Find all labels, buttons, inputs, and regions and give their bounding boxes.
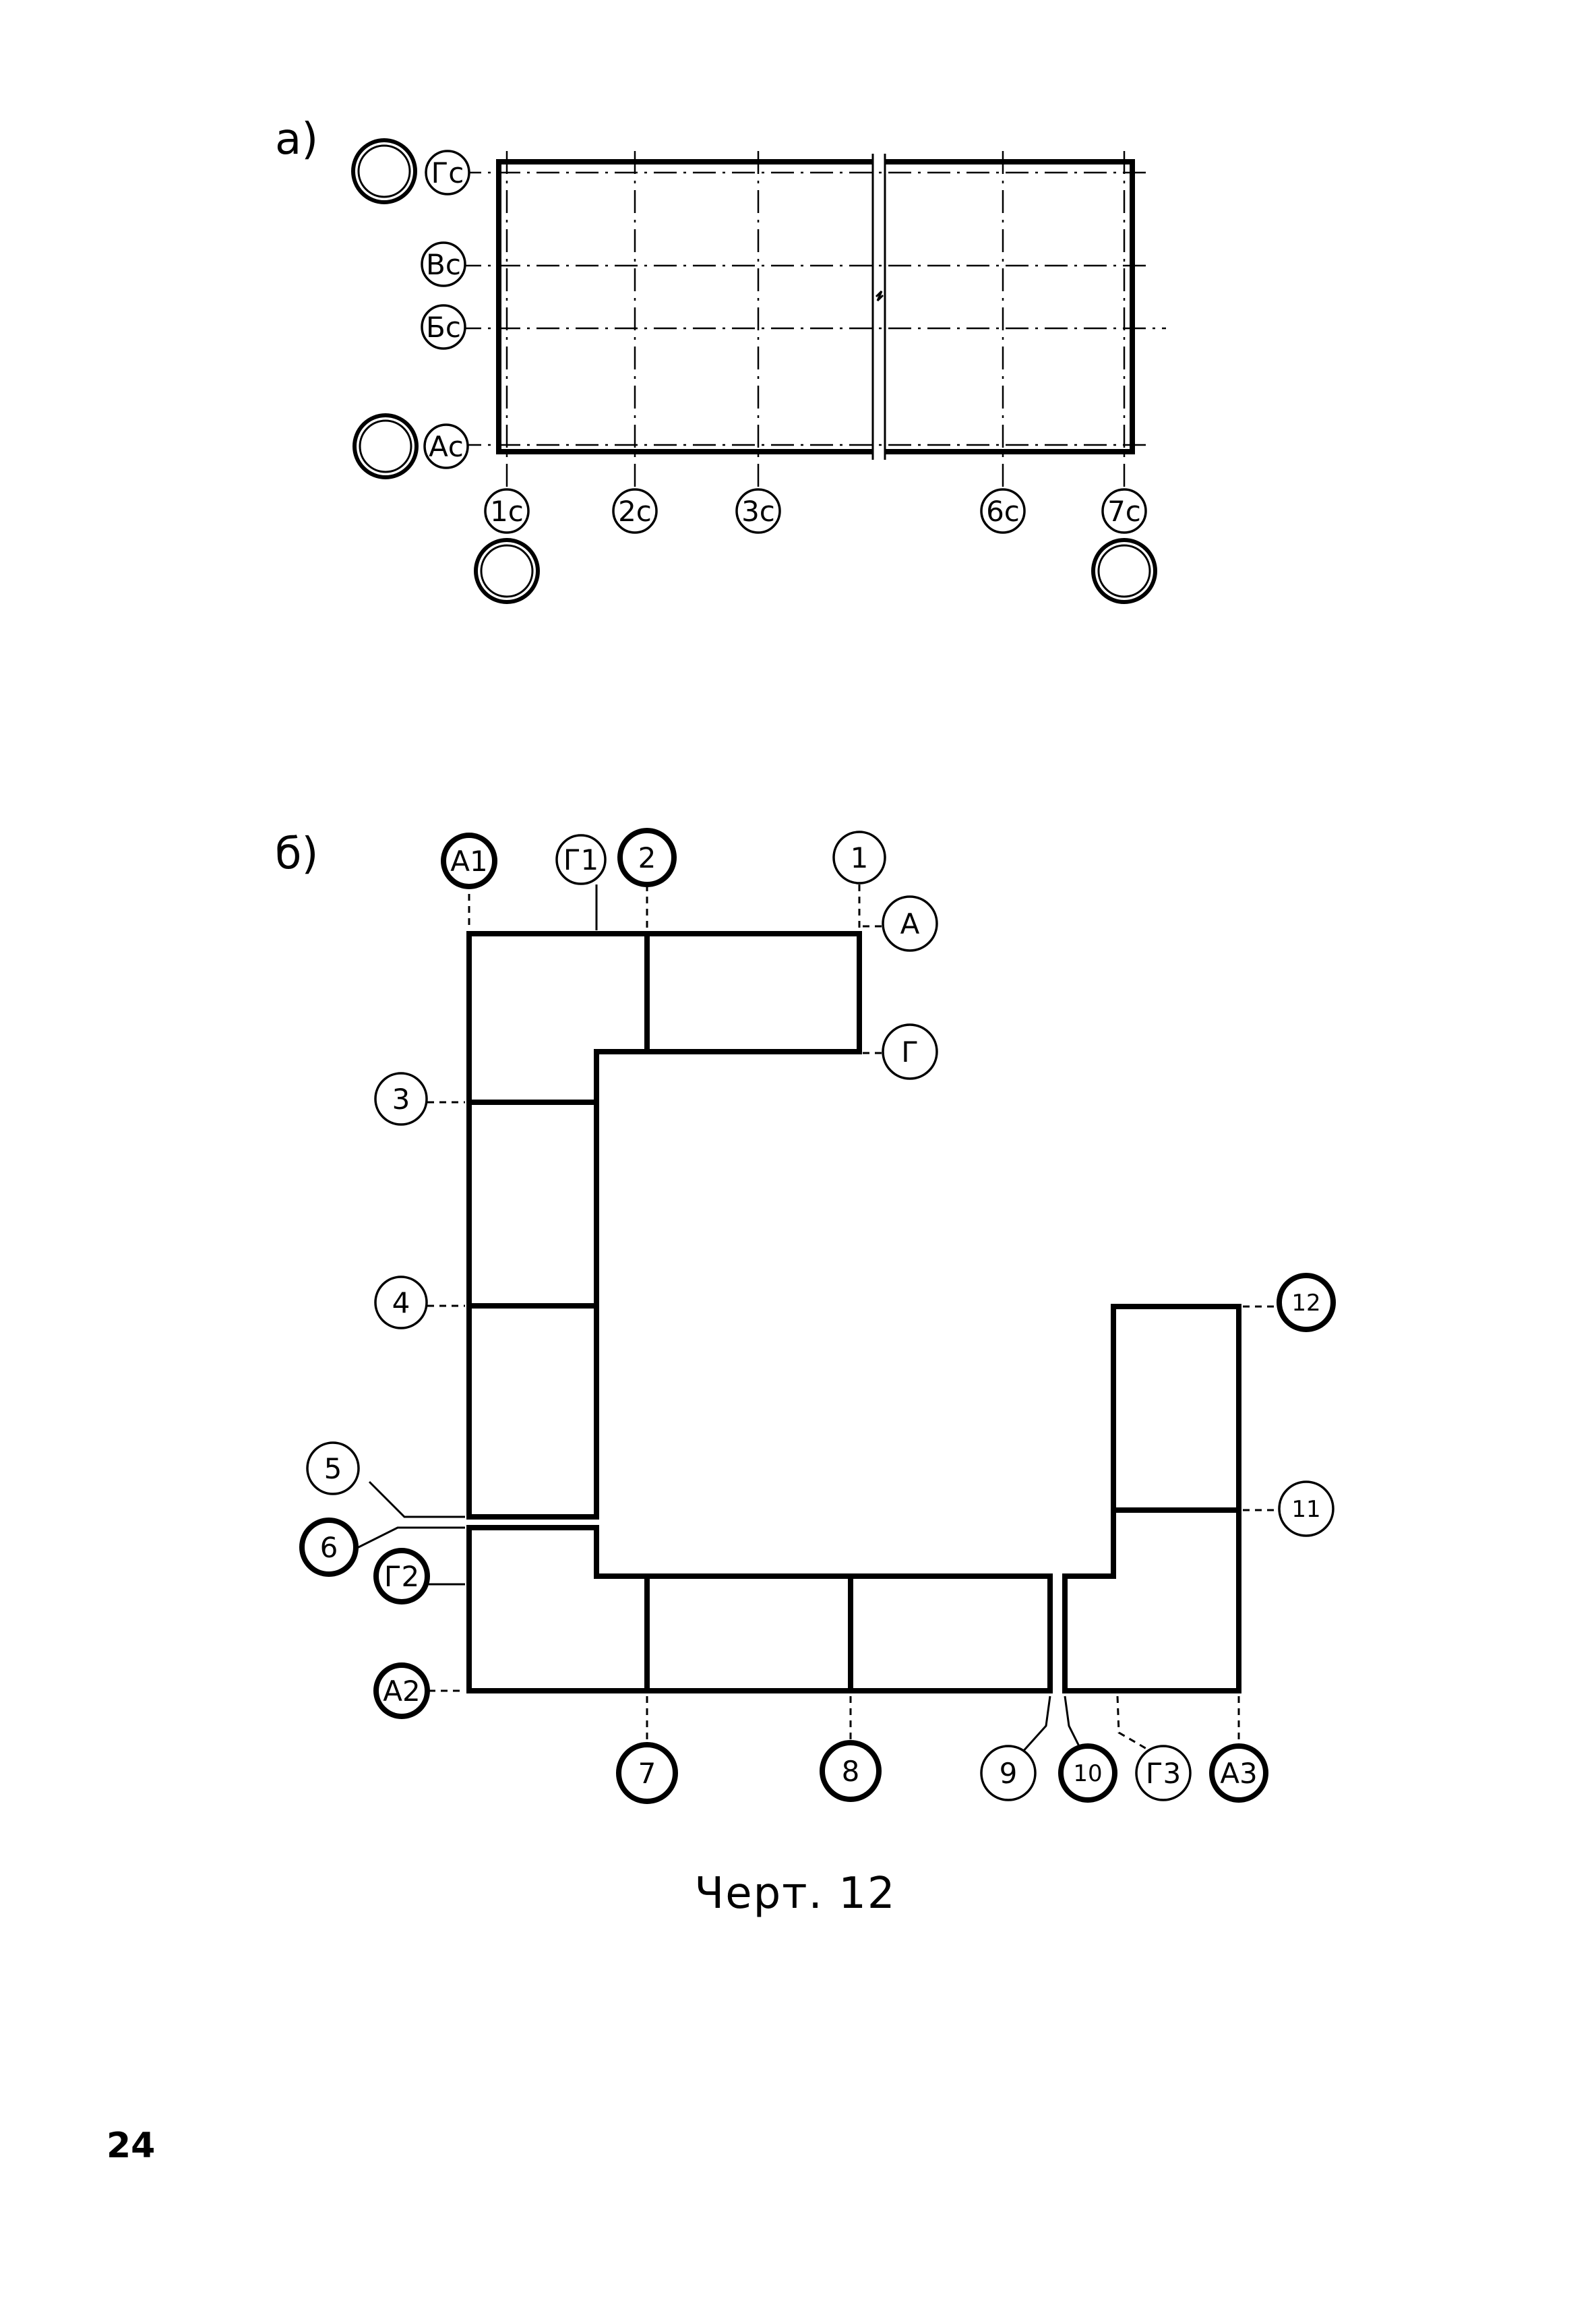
marker-10: 10 bbox=[1058, 1743, 1117, 1803]
marker-a2: А2 bbox=[373, 1662, 430, 1719]
col-bubble-7c: 7с bbox=[1101, 488, 1147, 534]
marker-g1: Г1 bbox=[555, 834, 607, 885]
col-label-6c: 6с bbox=[986, 495, 1020, 528]
marker-8: 8 bbox=[820, 1740, 882, 1802]
panel-b-label: б) bbox=[275, 829, 318, 879]
leader-6 bbox=[351, 1526, 465, 1552]
col-label-3c: 3с bbox=[741, 495, 775, 528]
marker-7-label: 7 bbox=[638, 1757, 656, 1790]
col-label-2c: 2с bbox=[618, 495, 652, 528]
leader-5 bbox=[368, 1480, 465, 1518]
row-label-vc: Вс bbox=[426, 248, 461, 281]
north-wing-west-wing-outline bbox=[466, 931, 862, 1520]
marker-2-label: 2 bbox=[638, 841, 656, 874]
col-label-1c: 1с bbox=[490, 495, 524, 528]
col-label-7c: 7с bbox=[1107, 495, 1141, 528]
row-bubble-gc: Гс bbox=[425, 150, 470, 196]
marker-12: 12 bbox=[1277, 1273, 1336, 1332]
marker-g2-label: Г2 bbox=[384, 1560, 419, 1593]
marker-8-label: 8 bbox=[842, 1755, 860, 1788]
panel-a-label: а) bbox=[275, 115, 318, 164]
marker-g3-label: Г3 bbox=[1146, 1757, 1181, 1790]
marker-g1-label: Г1 bbox=[563, 843, 598, 876]
row-bubble-ac: Ас bbox=[423, 423, 469, 469]
marker-9: 9 bbox=[980, 1745, 1037, 1801]
marker-1-label: 1 bbox=[851, 841, 869, 874]
marker-7: 7 bbox=[616, 1742, 678, 1804]
marker-a-label: А bbox=[900, 907, 920, 940]
marker-12-label: 12 bbox=[1291, 1290, 1320, 1317]
figure-caption: Черт. 12 bbox=[694, 1869, 896, 1919]
panel-a-break-mark bbox=[875, 290, 884, 302]
row-bubble-bc: Бс bbox=[421, 304, 466, 350]
marker-3-label: 3 bbox=[392, 1083, 410, 1116]
col-bubble-1c: 1с bbox=[484, 488, 530, 534]
marker-g2: Г2 bbox=[373, 1548, 430, 1604]
marker-9-label: 9 bbox=[1000, 1757, 1018, 1790]
empty-ring-row-gc bbox=[351, 138, 417, 204]
marker-g: Г bbox=[882, 1023, 938, 1080]
leader-9 bbox=[1020, 1695, 1051, 1754]
marker-a1: А1 bbox=[441, 833, 497, 889]
page-number: 24 bbox=[106, 2126, 155, 2166]
south-wing-west-outline bbox=[466, 1525, 1053, 1693]
panel-a-outline bbox=[496, 159, 1135, 454]
empty-ring-col-1c bbox=[474, 538, 540, 604]
row-bubble-vc: Вс bbox=[421, 241, 466, 287]
empty-ring-row-ac bbox=[352, 413, 419, 479]
marker-a1-label: А1 bbox=[450, 845, 487, 878]
marker-10-label: 10 bbox=[1073, 1760, 1102, 1787]
marker-6: 6 bbox=[299, 1518, 359, 1577]
row-label-bc: Бс bbox=[426, 311, 461, 344]
panel-a-break-gap bbox=[873, 156, 885, 457]
panel-b: б) А1 bbox=[275, 828, 1336, 1804]
marker-3: 3 bbox=[374, 1072, 428, 1126]
marker-6-label: 6 bbox=[320, 1531, 338, 1564]
col-bubble-3c: 3с bbox=[735, 488, 781, 534]
marker-g-label: Г bbox=[901, 1036, 919, 1069]
empty-ring-col-7c bbox=[1091, 538, 1157, 604]
panel-a: а) Гс bbox=[275, 115, 1166, 604]
col-bubble-6c: 6с bbox=[980, 488, 1026, 534]
marker-4-label: 4 bbox=[392, 1286, 410, 1319]
marker-a: А bbox=[882, 895, 938, 952]
marker-11: 11 bbox=[1278, 1480, 1334, 1537]
marker-a2-label: А2 bbox=[383, 1675, 420, 1708]
row-label-ac: Ас bbox=[429, 430, 464, 463]
marker-a3: А3 bbox=[1209, 1743, 1268, 1803]
marker-a3-label: А3 bbox=[1220, 1757, 1257, 1790]
marker-2: 2 bbox=[617, 828, 677, 887]
marker-5: 5 bbox=[306, 1441, 360, 1495]
east-wing-outline bbox=[1062, 1304, 1241, 1693]
leader-10 bbox=[1064, 1695, 1084, 1753]
marker-1: 1 bbox=[832, 831, 886, 884]
col-bubble-2c: 2с bbox=[612, 488, 658, 534]
marker-4: 4 bbox=[374, 1275, 428, 1329]
marker-g3: Г3 bbox=[1135, 1745, 1192, 1801]
row-label-gc: Гс bbox=[431, 156, 464, 189]
leader-g3 bbox=[1116, 1695, 1152, 1753]
marker-11-label: 11 bbox=[1291, 1496, 1320, 1523]
marker-5-label: 5 bbox=[324, 1452, 342, 1485]
